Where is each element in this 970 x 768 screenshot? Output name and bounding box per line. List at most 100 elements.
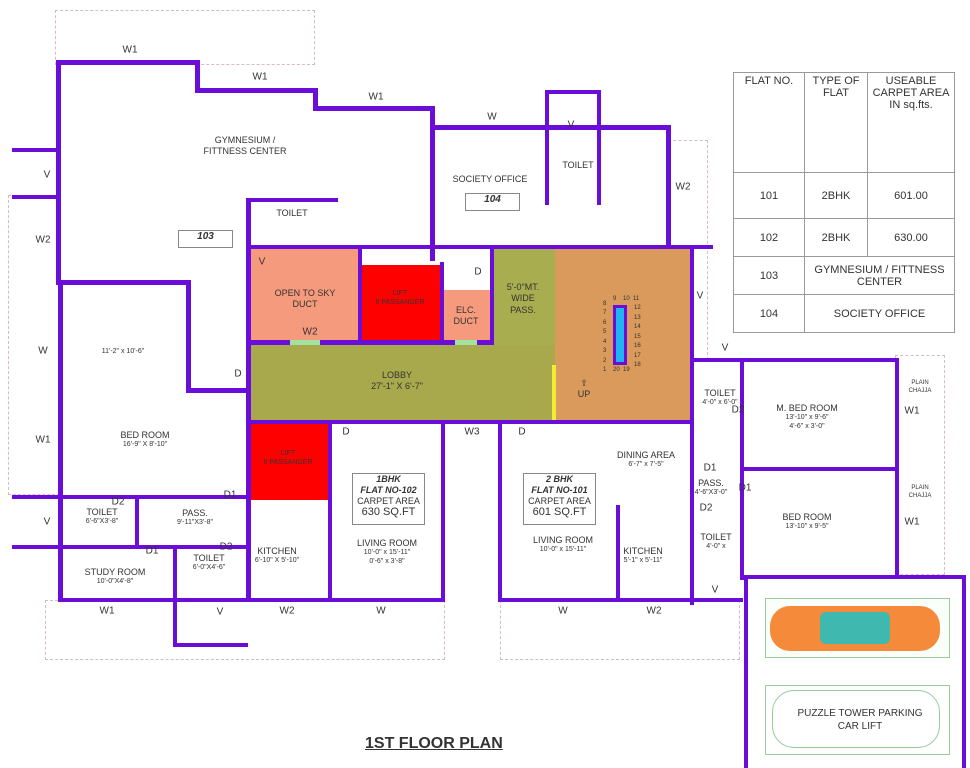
elc-label: ELC.DUCT <box>453 305 479 327</box>
wall <box>545 90 549 205</box>
stair-step-number: 18 <box>634 362 641 368</box>
wall <box>248 420 693 424</box>
plan-title: 1ST FLOOR PLAN <box>365 735 503 752</box>
car-roof <box>820 612 890 644</box>
door-tag: D1 <box>145 545 159 557</box>
chajja-label: PLAIN CHAJJA <box>908 485 932 499</box>
wall <box>248 198 338 202</box>
window-tag: W1 <box>99 605 115 617</box>
door-tag: D1 <box>223 489 237 501</box>
outline <box>8 195 60 495</box>
wall <box>895 358 899 578</box>
wall <box>246 198 251 598</box>
wall <box>56 60 196 65</box>
door-tag: D <box>474 266 482 278</box>
window-tag: W1 <box>904 516 920 528</box>
stair-step-number: 3 <box>603 348 607 354</box>
cell: 601.00 <box>867 172 955 219</box>
cell: 103 <box>733 256 805 295</box>
stair-step-number: 17 <box>634 352 641 359</box>
stair-step-number: 11 <box>633 296 640 302</box>
stair-step-number: 9 <box>613 296 617 302</box>
wall <box>430 125 670 130</box>
door-tag: D <box>234 368 242 380</box>
cell: SOCIETY OFFICE <box>804 294 955 333</box>
office-label: SOCIETY OFFICE <box>452 174 528 184</box>
wall <box>498 420 502 602</box>
chajja-label: PLAIN CHAJJA <box>908 380 932 394</box>
window-tag: W <box>558 605 568 617</box>
car-outline-icon <box>772 690 940 748</box>
pass-label: PASS.9'-11"X3'-8" <box>177 508 213 527</box>
room-no-104: 104 <box>465 193 520 211</box>
stair-step-number: 12 <box>634 305 641 311</box>
window-tag: W <box>38 345 48 357</box>
wall <box>58 280 188 285</box>
stair-step-number: 15 <box>634 333 641 340</box>
wall <box>430 106 435 261</box>
flat-area-table: FLAT NO. TYPE OF FLAT USEABLE CARPET ARE… <box>733 72 955 333</box>
lift-2 <box>250 422 328 500</box>
door-tag: D1 <box>738 482 752 494</box>
wall <box>58 598 445 602</box>
ventilator-tag: V <box>43 516 51 528</box>
wall <box>186 280 191 390</box>
door-tag: D <box>518 426 526 438</box>
ventilator-tag: V <box>216 606 224 618</box>
cell: 104 <box>733 294 805 333</box>
window-opening <box>455 340 477 345</box>
wall <box>690 358 898 362</box>
wall <box>313 88 318 110</box>
wall <box>12 495 248 499</box>
window-tag: W1 <box>252 71 268 83</box>
wall <box>744 575 966 579</box>
door-tag: D <box>342 426 350 438</box>
duct-room <box>250 248 360 340</box>
wall <box>56 60 61 285</box>
wall <box>248 340 493 345</box>
window-tag: W <box>376 605 386 617</box>
door-tag: D1 <box>703 462 717 474</box>
cell: 2BHK <box>804 218 868 257</box>
cell: GYMNESIUM / FITTNESS CENTER <box>804 256 955 295</box>
ventilator-tag: V <box>721 342 729 354</box>
stair-step-number: 13 <box>634 314 641 321</box>
window-tag: W2 <box>35 234 51 246</box>
door-tag: D2 <box>219 541 233 553</box>
cell: 101 <box>733 172 805 219</box>
wall <box>744 575 748 768</box>
wall <box>135 495 139 545</box>
window-opening <box>290 340 320 345</box>
wall <box>597 90 601 205</box>
stair-step-number: 14 <box>634 324 641 330</box>
wall <box>195 88 315 93</box>
wall <box>12 195 58 199</box>
window-opening <box>552 365 556 420</box>
wall <box>328 420 332 600</box>
stair-step-number: 20 <box>613 367 620 373</box>
wall <box>616 505 620 600</box>
window-tag: W <box>487 111 497 123</box>
gym-label: GYMNESIUM /FITTNESS CENTER <box>203 135 287 157</box>
bedroom-dim: 11'-2" x 10'-6" <box>101 348 145 355</box>
ventilator-tag: V <box>258 256 266 268</box>
stair-step-number: 16 <box>634 343 641 349</box>
ventilator-tag: V <box>567 119 575 131</box>
elc-duct <box>443 290 490 340</box>
stair-up-label: ⇧UP <box>577 378 591 400</box>
wall <box>248 245 713 249</box>
window-tag: W2 <box>646 605 662 617</box>
